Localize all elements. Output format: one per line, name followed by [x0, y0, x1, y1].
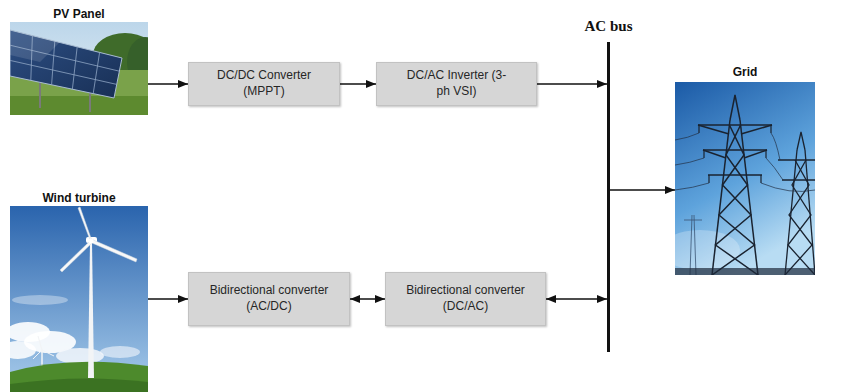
grid-photo-part-part	[771, 133, 780, 160]
wind-turbine-photo-part	[100, 346, 140, 358]
grid-photo-part	[698, 95, 772, 275]
grid-photo-part-part	[770, 125, 771, 133]
grid-photo	[675, 82, 815, 275]
process-box: Bidirectional converter (DC/AC)	[385, 272, 546, 326]
grid-photo-part-part	[708, 175, 709, 183]
grid-photo-part	[675, 133, 815, 191]
grid-photo-part-part	[778, 159, 815, 160]
pv-panel-photo	[10, 22, 148, 115]
grid-photo-part-part	[766, 158, 783, 180]
pv-panel-photo-part-part	[10, 60, 117, 84]
wind-turbine-photo-part	[42, 350, 54, 356]
wind-turbine-photo	[10, 206, 148, 392]
grid-photo-part-part	[703, 149, 767, 151]
flow-arrow	[148, 298, 188, 300]
grid-photo-part-part	[797, 132, 805, 150]
image-heading: PV Panel	[10, 6, 148, 22]
flow-arrow	[148, 83, 188, 85]
flow-arrow	[537, 83, 607, 85]
bus-label: AC bus	[585, 18, 633, 35]
box-label: DC/DC Converter (MPPT)	[211, 68, 317, 99]
pv-panel-photo-part	[39, 80, 41, 108]
grid-photo-part-part	[694, 215, 696, 275]
image-heading: Wind turbine	[10, 190, 148, 206]
grid-photo-part	[675, 268, 815, 275]
wind-turbine-photo-part	[10, 206, 148, 392]
box-label: Bidirectional converter (DC/AC)	[396, 283, 536, 314]
process-box: Bidirectional converter (AC/DC)	[188, 272, 350, 326]
grid-photo-part-part	[698, 125, 699, 133]
flow-arrow	[350, 298, 385, 300]
pv-panel-photo-part	[10, 96, 148, 115]
box-label: Bidirectional converter (AC/DC)	[199, 283, 339, 314]
flow-arrow	[610, 189, 675, 191]
pv-panel-photo-part	[10, 30, 60, 62]
grid-photo-part-part	[675, 133, 699, 140]
image-heading: Grid	[675, 64, 815, 80]
ac-bus-bar: AC bus	[607, 42, 610, 352]
wind-turbine-photo-part	[78, 207, 92, 241]
flow-arrow	[340, 83, 376, 85]
wind-turbine-photo-part	[38, 336, 42, 350]
wind-turbine-photo-part	[12, 295, 68, 305]
pv-panel-photo-part	[10, 30, 122, 98]
process-box: DC/AC Inverter (3-ph VSI)	[376, 62, 537, 106]
grid-photo-part-part	[698, 125, 729, 134]
flow-arrow	[546, 298, 607, 300]
grid-photo-part-part	[716, 125, 759, 275]
grid-photo-part-part	[740, 120, 758, 275]
pv-panel-photo-part	[89, 92, 91, 112]
box-label: DC/AC Inverter (3-ph VSI)	[401, 68, 513, 99]
grid-photo-part-part	[712, 120, 730, 275]
pv-panel-node: PV Panel	[10, 6, 148, 115]
grid-photo-part-part	[741, 125, 772, 134]
grid-photo-part-part	[712, 125, 755, 275]
wind-turbine-photo-part	[60, 241, 92, 272]
grid-photo-part	[675, 230, 740, 270]
grid-photo-part-part	[698, 124, 772, 126]
wind-turbine-node: Wind turbine	[10, 190, 148, 392]
grid-photo-part-part	[708, 174, 762, 176]
grid-photo-part-part	[675, 183, 709, 190]
grid-photo-part-part	[684, 220, 702, 221]
grid-photo-part	[778, 132, 815, 275]
wind-turbine-photo-part	[10, 341, 36, 359]
pv-panel-photo-part-part	[93, 52, 99, 93]
grid-photo-part-part	[675, 158, 704, 165]
grid-photo-part-part	[760, 175, 761, 183]
grid-photo-part-part	[703, 150, 704, 158]
grid-photo-part-part	[703, 150, 726, 158]
wind-turbine-photo-part	[10, 378, 148, 392]
grid-photo-part-part	[785, 160, 812, 275]
grid-photo-part-part	[744, 150, 767, 158]
grid-photo-part	[684, 215, 702, 275]
grid-photo-part-part	[782, 179, 815, 180]
grid-photo-part-part	[765, 150, 766, 158]
grid-photo-part-part	[690, 215, 692, 275]
wind-turbine-photo-part	[10, 362, 148, 392]
process-box: DC/DC Converter (MPPT)	[188, 62, 340, 106]
grid-photo-part-part	[730, 95, 740, 120]
grid-photo-part-part	[761, 183, 815, 191]
grid-node: Grid	[675, 64, 815, 275]
wind-turbine-photo-part	[33, 350, 42, 359]
wind-turbine-photo-part	[89, 239, 94, 244]
grid-photo-part-part	[788, 160, 815, 275]
wind-turbine-photo-part	[91, 239, 137, 262]
grid-photo-part	[699, 125, 771, 183]
wind-turbine-photo-part	[88, 242, 94, 378]
wind-turbine-photo-part	[56, 348, 104, 364]
pv-panel-photo-part-part	[72, 47, 77, 89]
